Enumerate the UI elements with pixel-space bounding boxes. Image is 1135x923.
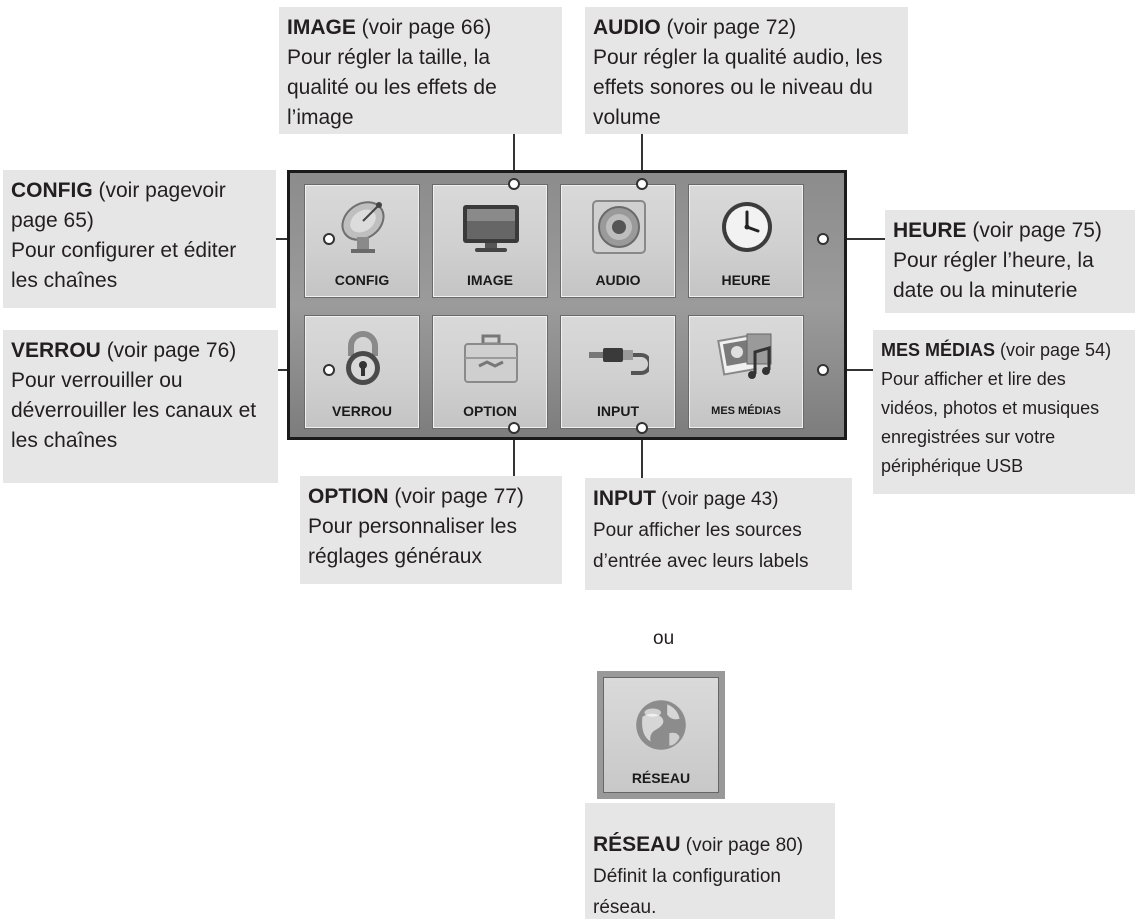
- callout-title: MES MÉDIAS: [881, 340, 996, 360]
- callout-description: Pour afficher et lire des vidéos, photos…: [881, 369, 1100, 476]
- menu-tile-mes-medias[interactable]: MES MÉDIAS: [688, 315, 804, 429]
- clock-icon: [722, 202, 772, 252]
- callout-reseau: RÉSEAU (voir page 80) Définit la configu…: [585, 803, 835, 919]
- callout-page-ref: (voir page 72): [660, 16, 797, 39]
- callout-page-ref: (voir page 80): [680, 835, 804, 856]
- connector-dot-mes-medias: [817, 364, 829, 376]
- connector-image: [513, 134, 515, 184]
- callout-description: Pour régler l’heure, la date ou la minut…: [893, 249, 1094, 302]
- connector-option: [513, 428, 515, 476]
- callout-description: Définit la configuration réseau.: [593, 866, 781, 918]
- tile-label: RÉSEAU: [631, 770, 691, 786]
- callout-title: RÉSEAU: [593, 833, 681, 856]
- menu-tile-config[interactable]: CONFIG: [304, 184, 420, 298]
- callout-title: HEURE: [893, 219, 967, 242]
- connector-dot-audio: [636, 178, 648, 190]
- tile-label: HEURE: [721, 272, 771, 288]
- connector-mes-medias: [823, 369, 873, 371]
- toolbox-icon: [464, 334, 518, 383]
- callout-title: CONFIG: [11, 179, 93, 202]
- menu-tile-image[interactable]: IMAGE: [432, 184, 548, 298]
- callout-option: OPTION (voir page 77) Pour personnaliser…: [300, 476, 562, 584]
- callout-page-ref: (voir pagevoir page 65): [11, 179, 226, 232]
- callout-audio: AUDIO (voir page 72) Pour régler la qual…: [585, 7, 908, 134]
- satellite-dish-icon: [341, 201, 385, 253]
- padlock-icon: [346, 331, 380, 385]
- tile-label: IMAGE: [467, 272, 513, 288]
- menu-tile-reseau[interactable]: RÉSEAU: [597, 671, 725, 799]
- callout-title: VERROU: [11, 339, 101, 362]
- callout-title: INPUT: [593, 487, 656, 510]
- callout-page-ref: (voir page 54): [995, 340, 1112, 360]
- callout-description: Pour configurer et éditer les chaînes: [11, 239, 237, 292]
- tile-label: VERROU: [332, 403, 392, 419]
- tile-label: MES MÉDIAS: [711, 405, 781, 417]
- menu-tile-option[interactable]: OPTION: [432, 315, 548, 429]
- callout-description: Pour régler la qualité audio, les effets…: [593, 46, 883, 129]
- callout-mes-medias: MES MÉDIAS (voir page 54) Pour afficher …: [873, 330, 1135, 494]
- menu-tile-audio[interactable]: AUDIO: [560, 184, 676, 298]
- menu-tile-verrou[interactable]: VERROU: [304, 315, 420, 429]
- connector-heure: [823, 238, 885, 240]
- speaker-icon: [592, 200, 646, 254]
- callout-page-ref: (voir page 66): [355, 16, 492, 39]
- connector-dot-heure: [817, 233, 829, 245]
- photo-music-icon: [717, 333, 772, 379]
- tile-label: CONFIG: [334, 272, 390, 288]
- tile-label: INPUT: [597, 403, 639, 419]
- callout-image: IMAGE (voir page 66) Pour régler la tail…: [279, 7, 562, 134]
- connector-dot-verrou: [323, 364, 335, 376]
- connector-dot-image: [508, 178, 520, 190]
- callout-description: Pour régler la taille, la qualité ou les…: [287, 46, 497, 129]
- callout-heure: HEURE (voir page 75) Pour régler l’heure…: [885, 210, 1135, 313]
- tv-monitor-icon: [463, 205, 519, 252]
- callout-description: Pour personnaliser les réglages généraux: [308, 515, 517, 568]
- connector-audio: [641, 134, 643, 184]
- callout-page-ref: (voir page 75): [966, 219, 1102, 242]
- callout-title: OPTION: [308, 485, 389, 508]
- tile-label: AUDIO: [595, 272, 641, 288]
- menu-tile-input[interactable]: INPUT: [560, 315, 676, 429]
- callout-input: INPUT (voir page 43) Pour afficher les s…: [585, 478, 852, 590]
- connector-dot-input: [636, 422, 648, 434]
- callout-page-ref: (voir page 77): [388, 485, 524, 508]
- home-menu-panel: CONFIG IMAGE AUDIO HEURE: [287, 170, 847, 440]
- cable-plug-icon: [589, 348, 649, 375]
- callout-description: Pour afficher les sources d’entrée avec …: [593, 520, 809, 572]
- callout-config: CONFIG (voir pagevoir page 65) Pour conf…: [3, 170, 276, 308]
- callout-description: Pour verrouiller ou déverrouiller les ca…: [11, 369, 257, 452]
- connector-input: [641, 428, 643, 478]
- tile-label: OPTION: [463, 403, 517, 419]
- callout-title: AUDIO: [593, 16, 661, 39]
- separator-text: ou: [653, 628, 675, 649]
- connector-dot-config: [323, 233, 335, 245]
- callout-page-ref: (voir page 76): [100, 339, 237, 362]
- callout-title: IMAGE: [287, 16, 356, 39]
- connector-dot-option: [508, 422, 520, 434]
- callout-page-ref: (voir page 43): [656, 489, 779, 510]
- globe-icon: [636, 700, 686, 750]
- callout-verrou: VERROU (voir page 76) Pour verrouiller o…: [3, 330, 278, 483]
- menu-tile-heure[interactable]: HEURE: [688, 184, 804, 298]
